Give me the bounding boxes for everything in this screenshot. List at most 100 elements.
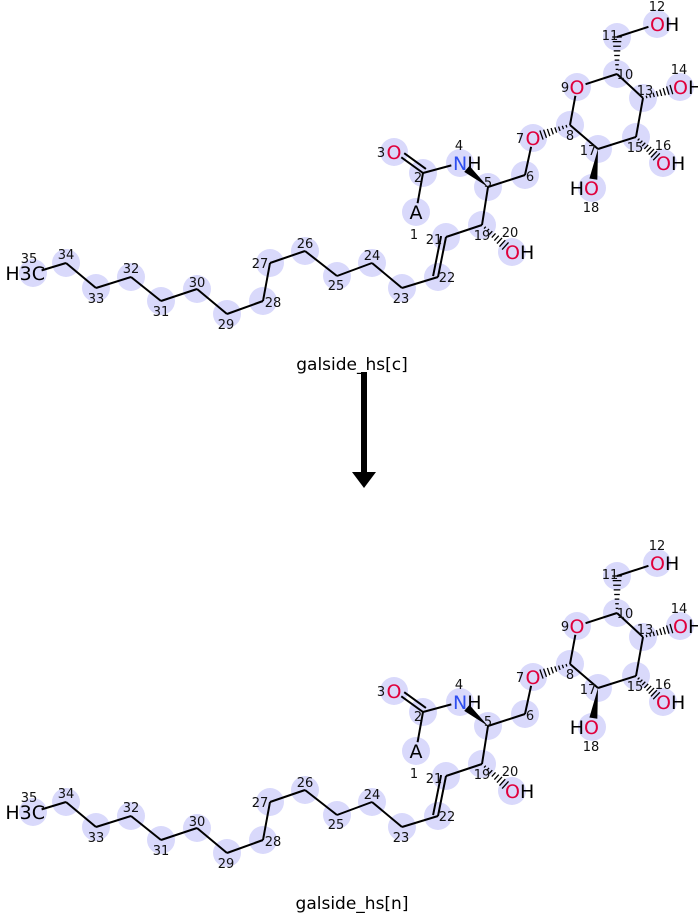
atom-index: 18: [583, 201, 600, 216]
atom-symbol: A: [410, 202, 423, 224]
single-bond: [422, 164, 452, 174]
atom-symbol: H3C: [5, 263, 45, 285]
atom-index: 23: [393, 831, 410, 846]
single-bond: [304, 250, 338, 277]
atom-symbol: OH: [505, 781, 534, 803]
atom-symbol: NH: [453, 692, 482, 714]
single-bond: [445, 224, 483, 238]
atom-symbol: OH: [673, 616, 698, 638]
atom-symbol: HO: [570, 717, 599, 739]
atom-index: 14: [671, 63, 688, 78]
atom-index: 30: [189, 815, 206, 830]
single-bond: [569, 124, 599, 150]
atom-index: 10: [617, 607, 634, 622]
single-bond: [635, 97, 644, 138]
molecule-caption: galside_hs[c]: [296, 355, 408, 375]
atom-index: 21: [426, 772, 443, 787]
single-bond: [616, 25, 649, 38]
atom-highlight: [498, 238, 526, 266]
wedge-bond: [589, 149, 598, 180]
atom-index: 33: [88, 292, 105, 307]
single-bond: [95, 815, 132, 828]
single-bond: [130, 276, 162, 302]
single-bond: [487, 174, 526, 188]
atom-index: 6: [526, 170, 534, 185]
atom-index: 24: [364, 788, 381, 803]
single-bond: [41, 262, 67, 272]
single-bond: [336, 801, 373, 816]
atom-symbol: HO: [570, 178, 599, 200]
atom-index: 2: [414, 171, 422, 186]
atom-highlight: [498, 777, 526, 805]
single-bond: [569, 95, 577, 126]
double-bond: [432, 235, 443, 277]
atom-highlight: [380, 138, 408, 166]
single-bond: [597, 675, 637, 689]
single-bond: [585, 612, 618, 625]
atom-symbol: O: [387, 681, 402, 703]
double-bond: [432, 774, 443, 816]
atom-index: 25: [328, 279, 345, 294]
atom-index: 12: [649, 539, 666, 554]
atom-index: 8: [566, 129, 574, 144]
atom-highlight: [643, 549, 671, 577]
atom-index: 26: [297, 237, 314, 252]
atom-highlight: [402, 198, 430, 226]
atom-highlight: [578, 713, 606, 741]
single-bond: [481, 725, 489, 765]
atom-index: 19: [474, 768, 491, 783]
down-arrow-icon: [352, 372, 376, 488]
single-bond: [416, 711, 424, 743]
single-bond: [524, 685, 533, 715]
single-bond: [371, 801, 403, 828]
atom-highlight: [649, 688, 677, 716]
double-bond: [403, 691, 427, 709]
atom-highlight: [380, 677, 408, 705]
atom-index: 7: [516, 132, 524, 147]
atom-symbol: A: [410, 741, 423, 763]
atom-highlight: [563, 73, 591, 101]
atom-index: 3: [377, 685, 385, 700]
double-bond: [400, 695, 424, 713]
single-bond: [65, 262, 97, 289]
single-bond: [336, 262, 373, 277]
wedge-bond: [464, 704, 488, 726]
atom-index: 25: [328, 818, 345, 833]
hash-bond: [645, 623, 674, 638]
atom-symbol: O: [526, 667, 541, 689]
atom-index: 22: [439, 810, 456, 825]
single-bond: [524, 146, 533, 176]
atom-symbol: O: [570, 616, 585, 638]
single-bond: [597, 136, 637, 150]
bonds: [41, 564, 674, 854]
atom-index: 29: [218, 857, 235, 872]
single-bond: [65, 801, 97, 828]
single-bond: [41, 801, 67, 811]
atom-index: 32: [123, 262, 140, 277]
atom-index: 7: [516, 671, 524, 686]
wedge-bond: [589, 688, 598, 719]
single-bond: [196, 827, 228, 854]
atom-index: 28: [265, 835, 282, 850]
atom-index: 6: [526, 709, 534, 724]
single-bond: [481, 186, 489, 226]
atom-index: 9: [561, 81, 569, 96]
atom-symbol: OH: [505, 242, 534, 264]
atom-symbol: O: [570, 77, 585, 99]
atom-index: 23: [393, 292, 410, 307]
atom-index: 1: [410, 767, 418, 782]
atom-symbol: OH: [650, 553, 679, 575]
atom-index: 19: [474, 229, 491, 244]
atom-symbol: OH: [673, 77, 698, 99]
atom-index: 29: [218, 318, 235, 333]
molecule-caption: galside_hs[n]: [296, 894, 409, 913]
single-bond: [422, 703, 452, 713]
single-bond: [401, 815, 439, 828]
single-bond: [401, 276, 439, 289]
atom-symbol: OH: [650, 14, 679, 36]
atom-highlight: [578, 174, 606, 202]
atom-index: 27: [252, 796, 269, 811]
